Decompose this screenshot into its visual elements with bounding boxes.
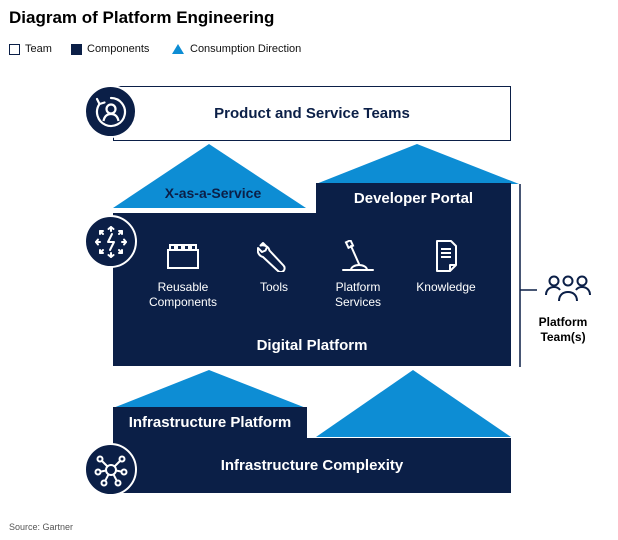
source-note: Source: Gartner [9, 522, 74, 532]
item-knowledge: Knowledge [406, 240, 486, 295]
legend-item-consumption: Consumption Direction [172, 43, 301, 55]
document-icon [436, 240, 457, 272]
digital-platform-box: Digital Platform [113, 213, 511, 366]
infra-complexity-triangle [316, 370, 511, 437]
portal-triangle [316, 144, 519, 184]
digital-platform-circle [84, 215, 137, 268]
wrench-icon [257, 242, 286, 272]
digital-platform-label: Digital Platform [256, 337, 368, 354]
page-title: Diagram of Platform Engineering [9, 8, 275, 27]
infrastructure-complexity-circle [84, 443, 137, 496]
xaas-label: X-as-a-Service [164, 185, 262, 201]
legend-consumption-label: Consumption Direction [190, 43, 302, 55]
product-teams-circle [84, 85, 137, 138]
legend-item-team: Team [9, 43, 52, 55]
item-reusable-components-label: Reusable Components [148, 280, 218, 309]
lever-icon [342, 240, 374, 271]
developer-portal-box: Developer Portal [316, 183, 511, 213]
item-tools: Tools [240, 240, 308, 295]
item-reusable-components: Reusable Components [137, 240, 229, 310]
infrastructure-platform-label: Infrastructure Platform [128, 414, 292, 431]
item-knowledge-label: Knowledge [416, 280, 476, 294]
product-teams-label: Product and Service Teams [214, 105, 410, 122]
user-refresh-icon [95, 96, 126, 127]
arrows-spark-icon [94, 225, 127, 258]
infrastructure-platform-box: Infrastructure Platform [113, 407, 307, 438]
network-hub-icon [94, 455, 127, 486]
team-swatch-icon [9, 43, 20, 55]
xaas-triangle [113, 144, 306, 208]
item-platform-services: Platform Services [319, 240, 397, 310]
platform-teams-label: Platform Team(s) [538, 315, 588, 344]
developer-portal-label: Developer Portal [353, 190, 474, 207]
triangle-icon [172, 44, 184, 54]
infra-platform-triangle [113, 370, 306, 408]
platform-teams-bracket [519, 184, 537, 367]
components-swatch-icon [71, 43, 82, 55]
infrastructure-complexity-box: Infrastructure Complexity [113, 438, 511, 493]
team-icon [545, 275, 591, 302]
item-platform-services-label: Platform Services [334, 280, 381, 309]
bricks-icon [167, 244, 199, 269]
item-tools-label: Tools [259, 280, 288, 294]
infrastructure-complexity-label: Infrastructure Complexity [220, 457, 404, 474]
product-teams-box: Product and Service Teams [113, 86, 511, 141]
legend-team-label: Team [25, 43, 52, 55]
legend-components-label: Components [87, 43, 150, 55]
legend-item-components: Components [71, 43, 149, 55]
